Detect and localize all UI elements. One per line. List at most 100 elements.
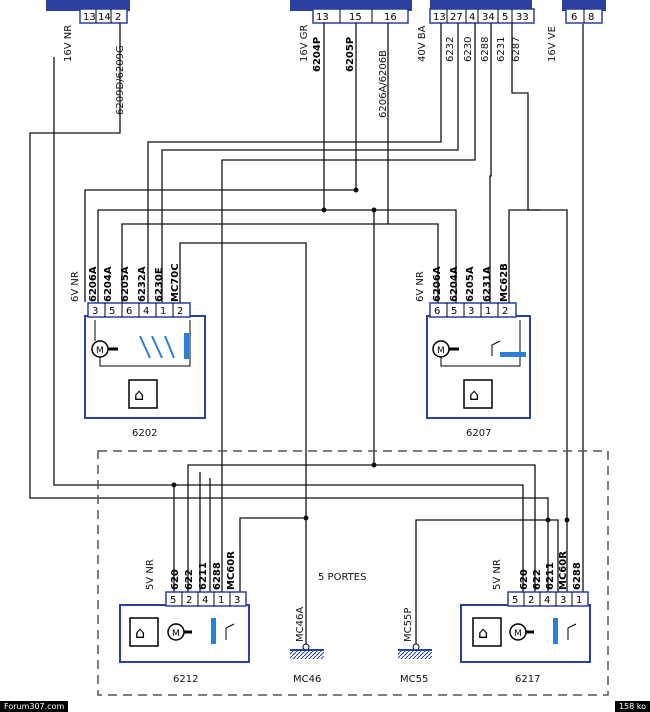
five-doors-box	[97, 450, 609, 696]
c6202-pin-3: 3	[92, 306, 98, 317]
top-right-b-pin-6: 6	[571, 12, 577, 23]
ground-mc55: MC55P MC55	[398, 608, 432, 685]
c6212-pin-5: 5	[170, 595, 176, 606]
c6217-pin-3: 3	[560, 595, 566, 606]
c6202-pin-5: 5	[109, 306, 115, 317]
c6217-wire-2: 6211	[545, 562, 556, 590]
mc46-label: MC46	[293, 674, 321, 685]
top-center-voie-label: 16V GR	[299, 25, 310, 62]
wire-622-right	[374, 464, 536, 593]
ground-mc46: MC46A MC46	[290, 607, 324, 685]
c6217-pin-2: 2	[528, 595, 534, 606]
top-connector-center: 13 15 16 16V GR 6204P 6205P 6206A/6206B	[290, 0, 412, 118]
svg-text:M: M	[437, 346, 445, 356]
wire-label-6230: 6230	[463, 37, 474, 62]
wire-6204p	[97, 23, 325, 303]
c6207-pin-1: 1	[485, 306, 491, 317]
c6217-voie: 5V NR	[492, 559, 503, 590]
top-right-b-voie-label: 16V VE	[547, 26, 558, 62]
top-right-pin-33: 33	[516, 12, 529, 23]
component-6212: 5V NR 620 622 6211 6288 MC60R 5 2 4 1 3 …	[119, 551, 250, 685]
c6202-pin-6: 6	[126, 306, 132, 317]
top-connector-left: 13 14 2 16V NR 6209D/6209G	[46, 0, 130, 115]
top-connector-right-b: 6 8 16V VE	[547, 0, 606, 62]
component-6217: 5V NR 620 622 6211 MC60R 6288 5 2 4 3 1 …	[460, 551, 591, 685]
wire-6288	[221, 23, 476, 593]
svg-text:M: M	[172, 629, 180, 639]
c6212-wire-2: 6211	[198, 562, 209, 590]
c6202-wire-2: 6205A	[120, 266, 131, 302]
top-right-voie-label: 40V BA	[417, 25, 428, 62]
c6217-pin-5: 5	[512, 595, 518, 606]
five-doors-label: 5 PORTES	[318, 572, 366, 583]
switch-contacts-icon	[139, 335, 175, 359]
c6212-wire-3: 6288	[212, 562, 223, 590]
c6202-wire-3: 6232A	[137, 266, 148, 302]
wire-6206	[121, 23, 389, 303]
svg-text:⌂: ⌂	[469, 385, 479, 404]
c6202-voie: 6V NR	[70, 271, 81, 302]
car-door-icon	[128, 379, 158, 409]
motor-icon: M	[509, 623, 534, 641]
motor-icon: M	[432, 320, 521, 367]
wire-mc60r-left	[239, 517, 306, 593]
ground-symbol	[398, 650, 432, 659]
car-door-icon	[472, 617, 502, 647]
c6202-wire-4: 6230E	[154, 267, 165, 302]
c6212-id: 6212	[173, 674, 198, 685]
wire-mc55p	[415, 519, 548, 645]
top-left-voie-label: 16V NR	[63, 25, 74, 62]
wire-label-6287: 6287	[511, 37, 522, 62]
c6207-wire-0: 6206A	[432, 266, 443, 302]
c6202-wire-1: 6204A	[103, 266, 114, 302]
c6212-pin-3: 3	[234, 595, 240, 606]
lock-actuator-icon	[553, 618, 558, 644]
c6202-id: 6202	[132, 428, 157, 439]
c6212-wire-0: 620	[170, 569, 181, 590]
svg-text:⌂: ⌂	[134, 385, 144, 404]
c6207-wire-4: MC62B	[499, 263, 510, 302]
top-right-pin-27: 27	[450, 12, 463, 23]
top-connector-right-a: 13 27 4 34 5 33 40V BA 6232 6230 6288 62…	[417, 0, 535, 62]
component-6202: 6V NR 6206A 6204A 6205A 6232A 6230E MC70…	[70, 263, 206, 439]
c6212-wire-1: 622	[184, 569, 195, 590]
wire-mc70c	[179, 242, 307, 645]
c6202-wire-0: 6206A	[88, 266, 99, 302]
c6207-pin-6: 6	[434, 306, 440, 317]
top-left-pin-13: 13	[83, 12, 96, 23]
svg-text:M: M	[96, 346, 104, 356]
top-center-pin-15: 15	[349, 12, 362, 23]
c6207-voie: 6V NR	[415, 271, 426, 302]
c6207-wire-1: 6204A	[449, 266, 460, 302]
car-door-icon	[129, 617, 159, 647]
junction-dots	[171, 187, 570, 523]
c6212-voie: 5V NR	[145, 559, 156, 590]
wire-label-6231: 6231	[496, 37, 507, 62]
lock-actuator-icon	[211, 618, 216, 644]
footer-watermark-left: Forum307.com	[0, 701, 69, 712]
c6207-pin-5: 5	[451, 306, 457, 317]
car-door-icon	[463, 379, 493, 409]
switch-contact-icon	[225, 623, 235, 640]
c6202-wire-5: MC70C	[170, 263, 181, 302]
svg-text:M: M	[514, 629, 522, 639]
c6217-wire-3: MC60R	[558, 551, 569, 590]
c6217-pin-4: 4	[544, 595, 550, 606]
c6212-wire-4: MC60R	[226, 551, 237, 590]
c6207-id: 6207	[466, 428, 491, 439]
c6217-wire-1: 622	[532, 569, 543, 590]
c6207-pin-2: 2	[502, 306, 508, 317]
mc55-label: MC55	[400, 674, 428, 685]
svg-text:⌂: ⌂	[478, 623, 488, 642]
wire-label-6205p: 6205P	[345, 37, 356, 72]
wire-6205p	[84, 23, 357, 302]
wire-label-6288: 6288	[480, 37, 491, 62]
c6212-pin-1: 1	[218, 595, 224, 606]
wire-6209	[29, 23, 549, 593]
top-left-pin-2: 2	[115, 12, 121, 23]
wire-620-left	[53, 57, 175, 593]
wires	[29, 23, 584, 645]
c6207-pin-3: 3	[468, 306, 474, 317]
switch-contact-icon	[491, 340, 526, 357]
top-left-pin-14: 14	[98, 12, 111, 23]
